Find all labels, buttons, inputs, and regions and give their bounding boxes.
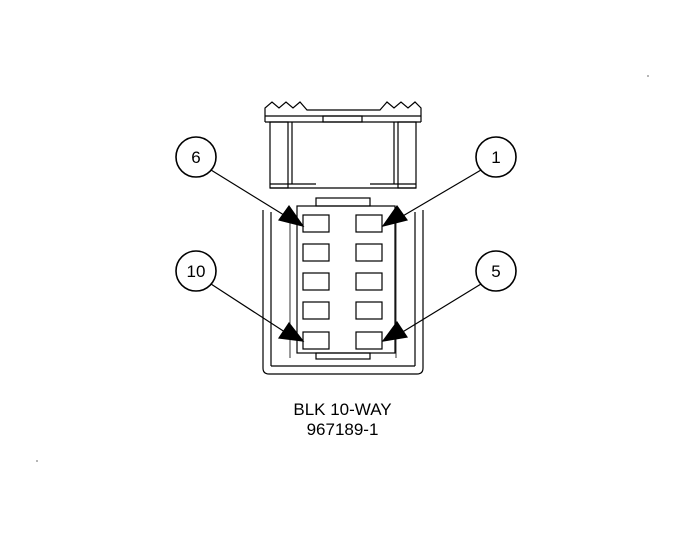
pin-cavity-3 <box>355 272 383 291</box>
leader-line-5 <box>395 283 482 337</box>
callout-5: 5 <box>475 250 517 292</box>
pin-cavity-4 <box>355 301 383 320</box>
callout-10: 10 <box>175 250 217 292</box>
leader-line-1 <box>395 169 482 221</box>
pin-cavity-10 <box>302 331 330 350</box>
arrowhead-5 <box>381 320 409 342</box>
svg-text:10: 10 <box>187 262 206 281</box>
connector-body <box>262 197 424 375</box>
leader-lines <box>210 169 482 342</box>
speck-mark <box>36 460 38 462</box>
pin-cavity-6 <box>302 214 330 233</box>
svg-text:1: 1 <box>491 148 500 167</box>
pin-cavities-left <box>302 214 330 350</box>
pin-cavity-2 <box>355 243 383 262</box>
pin-cavities-right <box>355 214 383 350</box>
connector-latch <box>264 101 422 189</box>
leader-line-6 <box>210 169 293 221</box>
part-number: 967189-1 <box>306 420 379 439</box>
arrowhead-6 <box>277 204 305 227</box>
pin-cavity-7 <box>302 243 330 262</box>
arrowhead-10 <box>277 321 305 342</box>
pin-cavity-1 <box>355 214 383 233</box>
leader-line-10 <box>210 283 292 337</box>
callout-1: 1 <box>475 136 517 178</box>
connector-name: BLK 10-WAY <box>293 400 392 419</box>
arrowhead-1 <box>381 204 409 227</box>
pin-cavity-9 <box>302 301 330 320</box>
speck-mark <box>647 75 649 77</box>
svg-text:6: 6 <box>191 148 200 167</box>
callout-6: 6 <box>175 136 217 178</box>
pin-cavity-5 <box>355 331 383 350</box>
pin-cavity-8 <box>302 272 330 291</box>
svg-text:5: 5 <box>491 262 500 281</box>
